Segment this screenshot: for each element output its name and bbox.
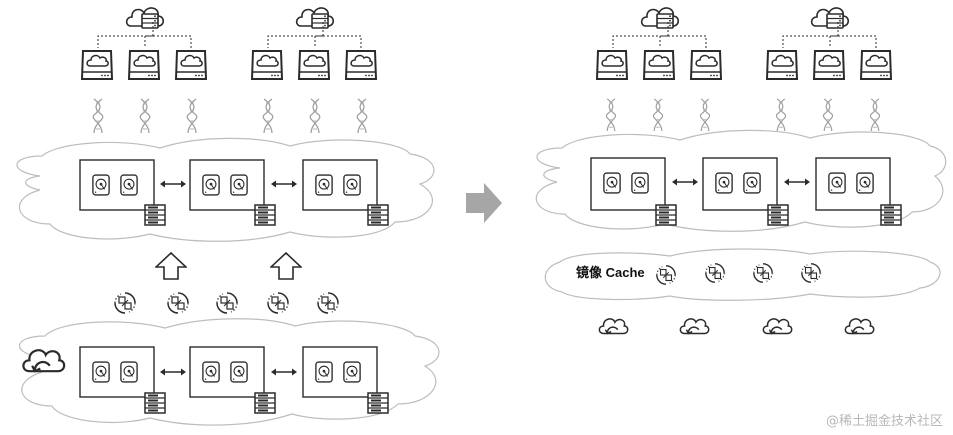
exchange-icon	[267, 292, 289, 314]
hard-disk-icon	[743, 172, 761, 194]
storage-cloud-icon	[859, 49, 893, 81]
hard-disk-icon	[343, 361, 361, 383]
exchange-icon	[167, 292, 189, 314]
dna-link-icon	[139, 98, 151, 134]
hard-disk-icon	[120, 174, 138, 196]
cloud-sync-icon	[679, 318, 710, 335]
server-rack-icon	[655, 204, 677, 226]
node-box	[302, 346, 378, 398]
dna-link-icon	[869, 98, 881, 132]
node-box	[702, 157, 778, 211]
server-rack-icon	[367, 204, 389, 226]
storage-cloud-icon	[250, 49, 284, 81]
storage-cloud-icon	[297, 49, 331, 81]
storage-cloud-icon	[689, 49, 723, 81]
cloud-sync-icon	[598, 318, 629, 335]
exchange-icon	[114, 292, 136, 314]
storage-cloud-icon	[174, 49, 208, 81]
exchange-icon	[317, 292, 339, 314]
cache-label: 镜像 Cache	[576, 265, 645, 280]
dna-link-icon	[652, 98, 664, 132]
hard-disk-icon	[202, 361, 220, 383]
hard-disk-icon	[315, 361, 333, 383]
cloud-server-icon	[640, 7, 680, 29]
cloud-server-icon	[125, 7, 165, 29]
hard-disk-icon	[856, 172, 874, 194]
right-top-group-1	[595, 7, 723, 132]
server-rack-icon	[254, 392, 276, 414]
storage-cloud-icon	[595, 49, 629, 81]
storage-cloud-icon	[127, 49, 161, 81]
hard-disk-icon	[202, 174, 220, 196]
transition-arrow-icon	[466, 183, 502, 223]
hard-disk-icon	[631, 172, 649, 194]
hard-disk-icon	[715, 172, 733, 194]
left-lower-cluster	[18, 318, 440, 426]
left-upper-cluster	[16, 137, 435, 242]
hard-disk-icon	[120, 361, 138, 383]
cloud-sync-icon	[844, 318, 875, 335]
mirror-cache-band: 镜像 Cache	[544, 248, 941, 301]
node-box	[302, 159, 378, 211]
dna-link-icon	[92, 98, 104, 134]
dna-link-icon	[699, 98, 711, 132]
upload-arrow-icon	[155, 252, 187, 280]
dna-link-icon	[605, 98, 617, 132]
hard-disk-icon	[230, 361, 248, 383]
node-box	[79, 346, 155, 398]
cloud-server-icon	[295, 7, 335, 29]
storage-cloud-icon	[812, 49, 846, 81]
upload-arrow-icon	[270, 252, 302, 280]
hard-disk-icon	[92, 174, 110, 196]
storage-cloud-icon	[80, 49, 114, 81]
right-cluster	[535, 129, 947, 232]
right-cloud-sync-row	[598, 318, 875, 335]
watermark: @稀土掘金技术社区	[826, 413, 943, 429]
cache-cloud	[544, 248, 941, 301]
storage-cloud-icon	[642, 49, 676, 81]
server-rack-icon	[767, 204, 789, 226]
hard-disk-icon	[315, 174, 333, 196]
hard-disk-icon	[343, 174, 361, 196]
left-top-group-1	[80, 7, 208, 134]
server-rack-icon	[254, 204, 276, 226]
storage-cloud-icon	[344, 49, 378, 81]
right-top-group-2	[765, 7, 893, 132]
node-box	[189, 159, 265, 211]
node-box	[815, 157, 891, 211]
hard-disk-icon	[230, 174, 248, 196]
hard-disk-icon	[603, 172, 621, 194]
hard-disk-icon	[828, 172, 846, 194]
dna-link-icon	[262, 98, 274, 134]
server-rack-icon	[880, 204, 902, 226]
exchange-icon	[216, 292, 238, 314]
node-box	[79, 159, 155, 211]
left-exchange-row	[114, 292, 339, 314]
server-rack-icon	[144, 392, 166, 414]
dna-link-icon	[822, 98, 834, 132]
dna-link-icon	[356, 98, 368, 134]
cloud-server-icon	[810, 7, 850, 29]
left-top-group-2	[250, 7, 378, 134]
dna-link-icon	[775, 98, 787, 132]
dna-link-icon	[309, 98, 321, 134]
dna-link-icon	[186, 98, 198, 134]
server-rack-icon	[367, 392, 389, 414]
cloud-sync-icon	[762, 318, 793, 335]
node-box	[590, 157, 666, 211]
server-rack-icon	[144, 204, 166, 226]
storage-cloud-icon	[765, 49, 799, 81]
node-box	[189, 346, 265, 398]
hard-disk-icon	[92, 361, 110, 383]
